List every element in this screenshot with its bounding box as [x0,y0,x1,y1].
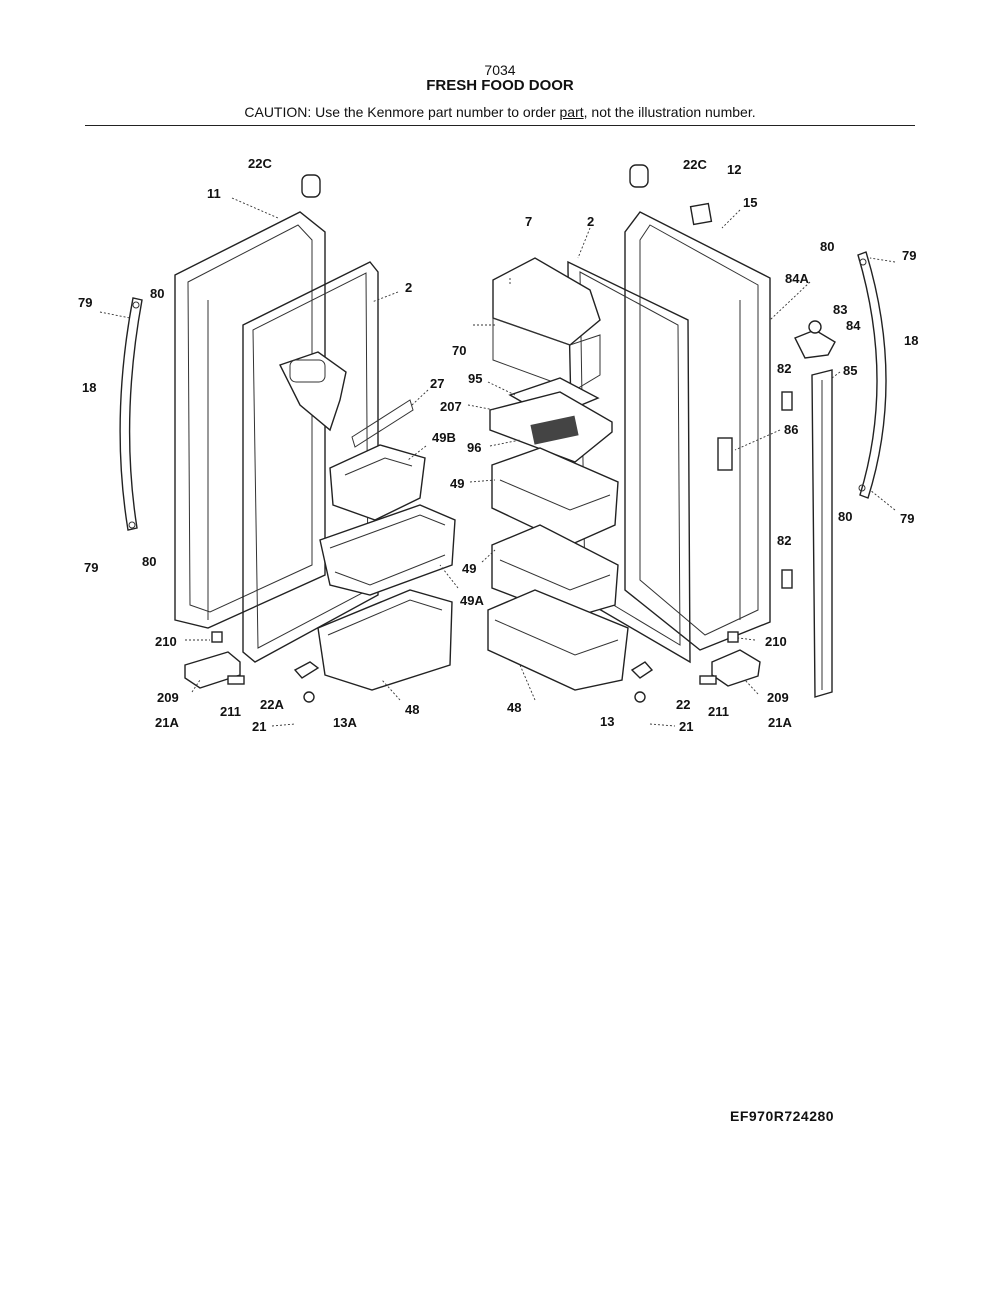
callout-18-right: 18 [904,333,918,348]
callout-48-right: 48 [507,700,521,715]
callout-22C-right: 22C [683,157,707,172]
right-shelf-95-207 [489,377,613,463]
header-rule [85,125,915,126]
callout-labels: 22C 11 2 79 80 18 27 49B 79 80 49A 210 2… [78,156,918,734]
callout-21-right: 21 [679,719,693,734]
left-wire-shelf-27 [351,399,414,448]
caution-part-link[interactable]: part [559,104,584,120]
callout-49B: 49B [432,430,456,445]
caution-text-end: , not the illustration number. [583,104,756,120]
callout-207: 207 [440,399,462,414]
exploded-parts-diagram: 22C 11 2 79 80 18 27 49B 79 80 49A 210 2… [0,140,1000,740]
callout-96: 96 [467,440,481,455]
callout-2-left: 2 [405,280,412,295]
callout-12: 12 [727,162,741,177]
callout-21-left: 21 [252,719,266,734]
callout-22: 22 [676,697,690,712]
callout-84: 84 [846,318,861,333]
callout-79-top-right: 79 [902,248,916,263]
callout-13: 13 [600,714,614,729]
caution-note: CAUTION: Use the Kenmore part number to … [0,104,1000,120]
callout-95: 95 [468,371,482,386]
right-bin-49-upper [491,447,619,546]
left-door-handle [119,297,143,531]
callout-27: 27 [430,376,444,391]
callout-7: 7 [525,214,532,229]
caution-text-start: CAUTION: Use the Kenmore part number to … [244,104,560,120]
callout-15: 15 [743,195,757,210]
callout-85: 85 [843,363,857,378]
right-door-outer-panel [624,211,771,651]
callout-11: 11 [207,186,221,201]
callout-21A-left: 21A [155,715,179,730]
left-bin-49A [319,504,456,596]
callout-84A: 84A [785,271,809,286]
left-hinge-parts [184,174,321,703]
callout-2-right: 2 [587,214,594,229]
callout-79-top-left: 79 [78,295,92,310]
callout-22C-left: 22C [248,156,272,171]
callout-70: 70 [452,343,466,358]
left-dispenser-housing [279,351,347,432]
callout-211-right: 211 [708,704,729,719]
callout-209-right: 209 [767,690,789,705]
callout-82-upper: 82 [777,361,791,376]
callout-22A: 22A [260,697,284,712]
callout-13A: 13A [333,715,357,730]
right-door-handle [857,251,887,499]
leader-lines [99,197,896,727]
callout-48-left: 48 [405,702,419,717]
callout-49A: 49A [460,593,484,608]
callout-21A-right: 21A [768,715,792,730]
callout-79-bottom-left: 79 [84,560,98,575]
diagram-number: 7034 [484,62,516,78]
callout-80-bottom-right: 80 [838,509,852,524]
callout-80-top-left: 80 [150,286,164,301]
callout-49-upper: 49 [450,476,464,491]
callout-211-left: 211 [220,704,241,719]
diagram-title: FRESH FOOD DOOR [426,77,574,94]
callout-80-bottom-left: 80 [142,554,156,569]
callout-86: 86 [784,422,798,437]
right-dairy-cover-7 [492,257,601,391]
callout-210-left: 210 [155,634,177,649]
callout-82-lower: 82 [777,533,791,548]
model-code: EF970R724280 [730,1108,835,1124]
callout-18-left: 18 [82,380,96,395]
callout-209-left: 209 [157,690,179,705]
callout-210-right: 210 [765,634,787,649]
right-trim-strip-85 [811,369,833,698]
left-door-outer-panel [174,211,326,629]
left-bin-48 [317,589,453,691]
callout-79-bottom-right: 79 [900,511,914,526]
callout-49-lower: 49 [462,561,476,576]
right-bin-48 [487,589,629,691]
callout-80-top-right: 80 [820,239,834,254]
callout-83: 83 [833,302,847,317]
right-hinge-parts [629,164,836,703]
left-bin-49B [329,444,426,521]
